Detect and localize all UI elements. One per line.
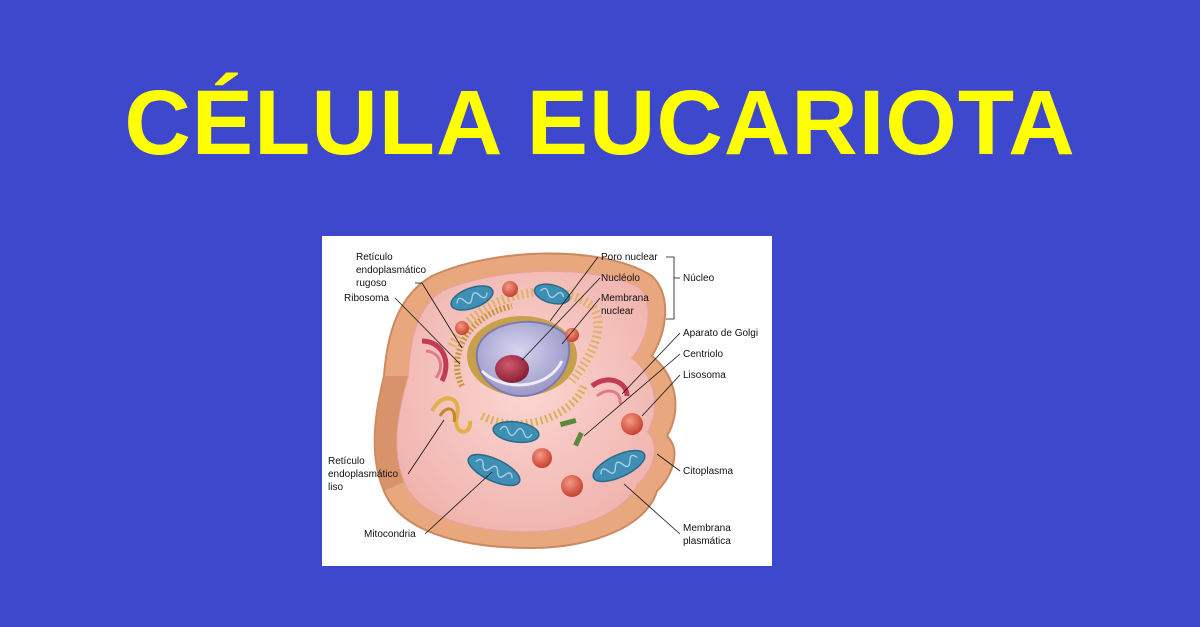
label-ribosoma: Ribosoma	[344, 293, 389, 304]
label-nucleo: Núcleo	[683, 273, 715, 284]
page-title: CÉLULA EUCARIOTA	[124, 72, 1076, 174]
label-poro-nuclear: Poro nuclear	[601, 252, 658, 263]
cytoplasm	[395, 270, 656, 533]
nucleus	[467, 316, 577, 398]
centriole	[559, 417, 584, 447]
smooth-er	[430, 396, 473, 434]
mitochondria	[450, 283, 646, 487]
label-mitocondria: Mitocondria	[364, 529, 416, 540]
golgi-apparatus	[421, 338, 630, 405]
leader-lines	[394, 256, 681, 535]
nucleolus	[495, 355, 529, 383]
label-reticulo-rugoso: Retículo endoplasmático rugoso	[356, 252, 429, 289]
label-membrana-nuclear: Membrana nuclear	[601, 293, 652, 317]
rough-er	[447, 287, 603, 428]
lysosomes	[455, 281, 643, 497]
label-lisosoma: Lisosoma	[683, 370, 726, 381]
label-citoplasma: Citoplasma	[683, 466, 733, 477]
label-nucleolo: Nucléolo	[601, 273, 640, 284]
label-aparato-golgi: Aparato de Golgi	[683, 328, 758, 339]
cell-diagram: Retículo endoplasmático rugoso Ribosoma …	[322, 236, 772, 566]
label-membrana-plasmatica: Membrana plasmática	[683, 523, 734, 547]
label-reticulo-liso: Retículo endoplasmático liso	[328, 456, 401, 493]
label-centriolo: Centriolo	[683, 349, 723, 360]
